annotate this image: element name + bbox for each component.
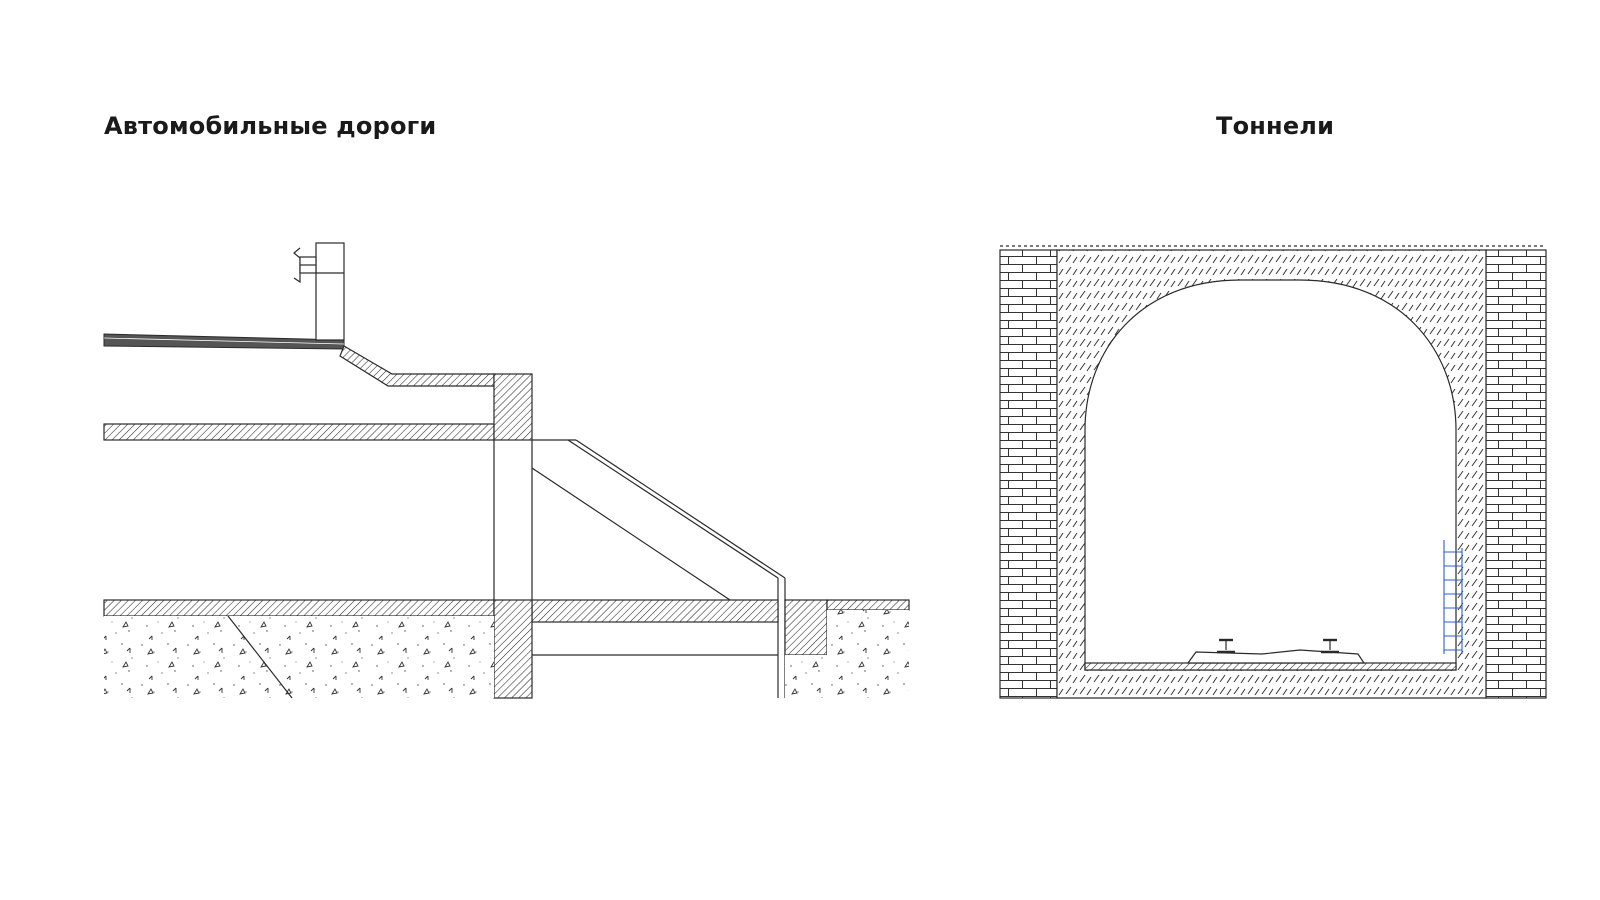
section-title-tunnels: Тоннели	[1216, 112, 1335, 140]
cable-rack	[1443, 540, 1463, 654]
ramp-structure	[531, 439, 786, 698]
asphalt-surface	[103, 333, 345, 350]
rail-track	[1186, 638, 1366, 664]
upper-deck-slab	[103, 423, 495, 441]
road-section-drawing	[103, 242, 910, 699]
lower-deck-slab-left	[103, 599, 495, 617]
footing-block	[784, 599, 828, 656]
barrier-post	[293, 242, 345, 341]
lower-deck-slab-right	[531, 599, 779, 623]
soil-left	[104, 616, 494, 698]
soil-right	[785, 610, 909, 698]
tunnel-lining	[1056, 249, 1487, 699]
sidewalk-slab	[339, 345, 495, 387]
section-title-roads: Автомобильные дороги	[104, 112, 437, 140]
wall-column-lower	[493, 599, 533, 699]
ground-slab-right	[826, 599, 910, 611]
wall-column-upper	[493, 373, 533, 441]
brick-wall-left	[999, 249, 1058, 699]
brick-wall-right	[1485, 249, 1547, 699]
tunnel-section-drawing	[999, 245, 1547, 699]
tunnel-floor-slab	[1084, 662, 1457, 671]
